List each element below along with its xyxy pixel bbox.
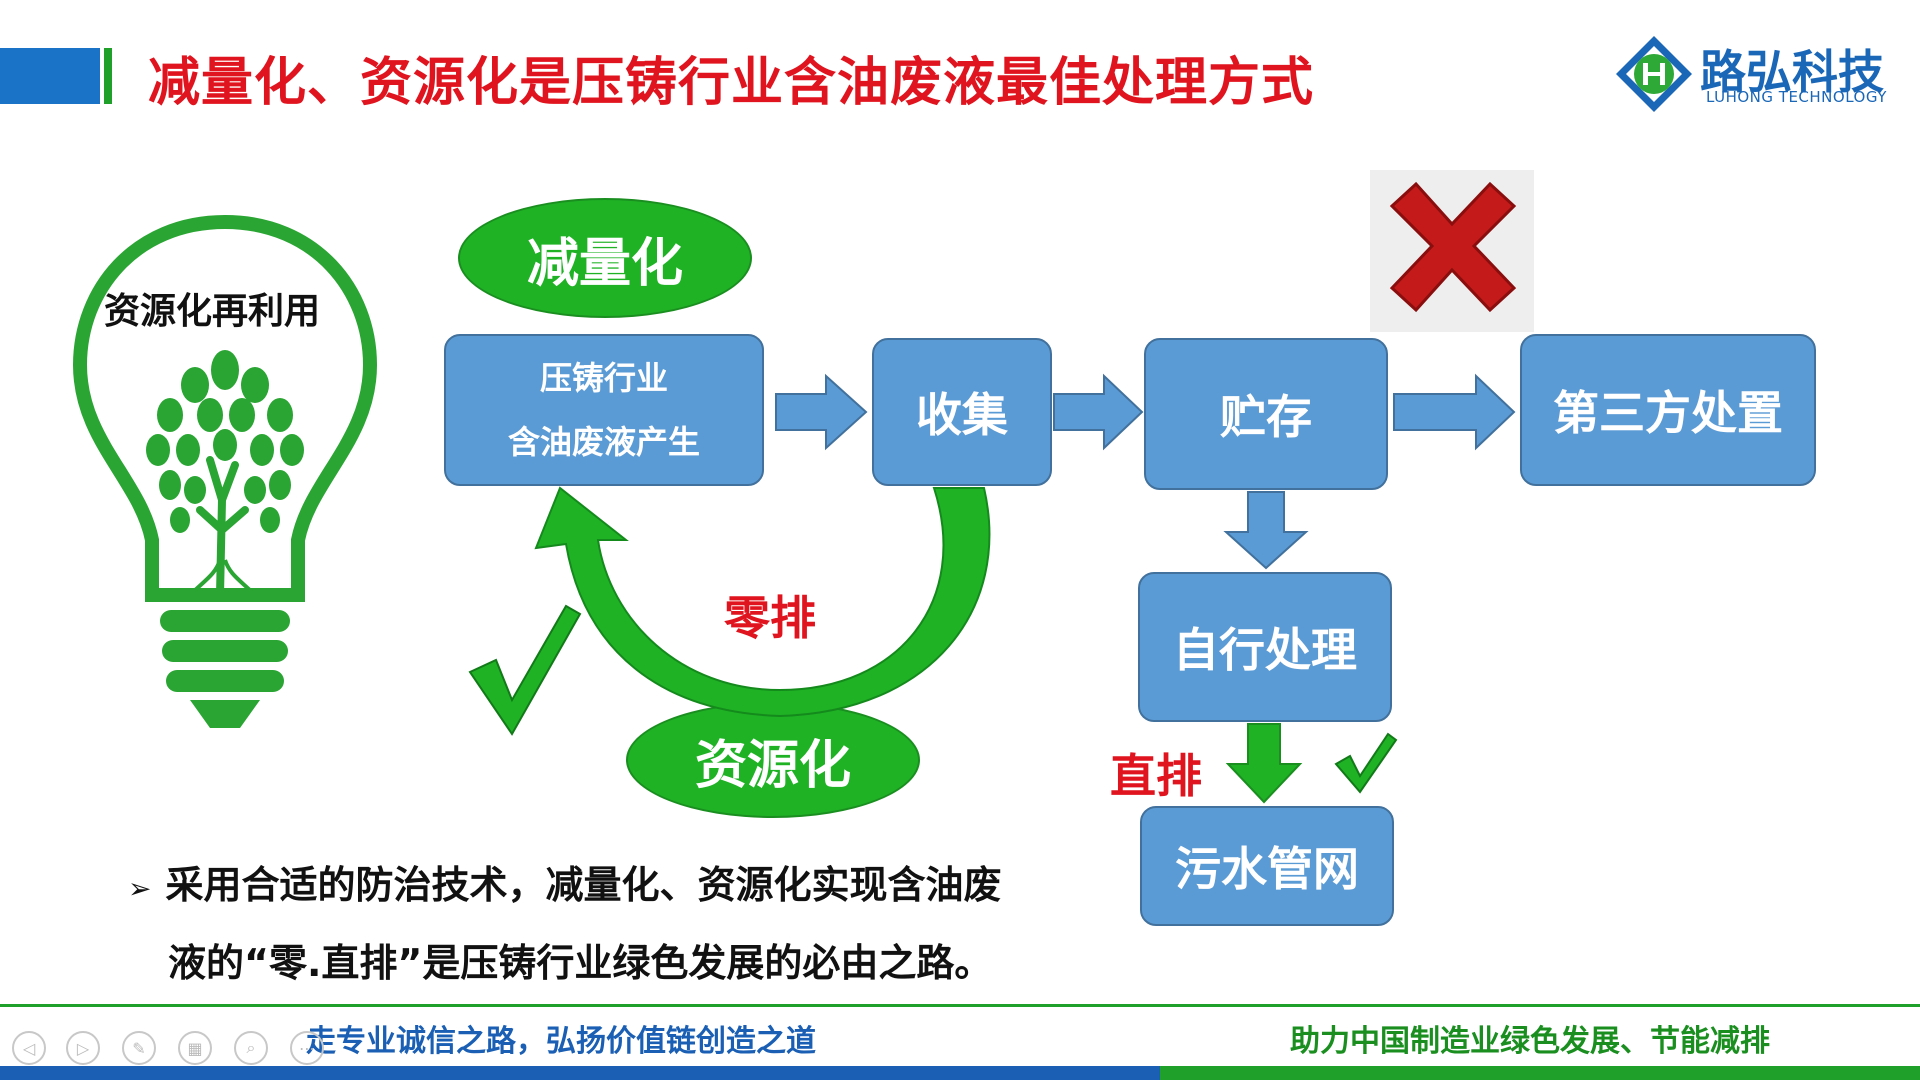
title-accent-bar-green [104, 48, 112, 104]
check-small-icon [1334, 732, 1398, 794]
footer-divider [0, 1004, 1920, 1007]
reject-x-icon [1370, 170, 1534, 332]
bullet-line-2: 液的“零.直排”是压铸行业绿色发展的必由之路。 [168, 941, 993, 985]
check-large-icon [468, 604, 582, 736]
arrow-source-to-collect [775, 373, 868, 451]
next-slide-icon[interactable]: ▷ [66, 1031, 100, 1065]
box-waste-source-line1: 压铸行业 [539, 359, 668, 397]
label-direct-discharge: 直排 [1110, 749, 1202, 803]
box-store: 贮存 [1144, 338, 1388, 490]
lightbulb-tree-icon [72, 214, 378, 728]
oval-reduction: 减量化 [458, 198, 752, 318]
box-self-treatment: 自行处理 [1138, 572, 1392, 722]
logo-name-en: LUHONG TECHNOLOGY [1706, 88, 1887, 106]
prev-slide-icon[interactable]: ◁ [12, 1031, 46, 1065]
logo-name-cn: 路弘科技 [1700, 45, 1884, 99]
box-waste-source-line2: 含油废液产生 [507, 423, 700, 461]
oval-resource: 资源化 [626, 702, 920, 818]
zoom-icon[interactable]: ⌕ [234, 1031, 268, 1065]
box-sewer: 污水管网 [1140, 806, 1394, 926]
bullet-text: ➢ 采用合适的防治技术，减量化、资源化实现含油废 液的“零.直排”是压铸行业绿色发… [128, 848, 1001, 1000]
slide-title: 减量化、资源化是压铸行业含油废液最佳处理方式 [148, 53, 1315, 113]
footer-slogan-right: 助力中国制造业绿色发展、节能减排 [1290, 1024, 1770, 1059]
arrow-store-to-third [1393, 373, 1516, 451]
more-options-icon[interactable]: ⋯ [290, 1031, 324, 1065]
box-collect: 收集 [872, 338, 1052, 486]
box-third-party: 第三方处置 [1520, 334, 1816, 486]
footer-band-blue [0, 1066, 1160, 1080]
bulb-label: 资源化再利用 [104, 291, 321, 332]
bullet-line-1: 采用合适的防治技术，减量化、资源化实现含油废 [165, 863, 1002, 907]
bullet-arrow-icon: ➢ [128, 872, 152, 905]
title-accent-bar [0, 48, 100, 104]
arrow-store-to-self [1223, 491, 1309, 570]
arrow-self-to-sewer [1225, 723, 1303, 804]
arrow-collect-to-store [1053, 373, 1144, 451]
pen-icon[interactable]: ✎ [122, 1031, 156, 1065]
footer-slogan-left: 走专业诚信之路，弘扬价值链创造之道 [306, 1024, 816, 1059]
slides-grid-icon[interactable]: ▦ [178, 1031, 212, 1065]
label-zero-discharge: 零排 [724, 591, 816, 645]
footer-band-green [1160, 1066, 1920, 1080]
luhong-logo-icon [1616, 36, 1692, 112]
box-waste-source: 压铸行业 含油废液产生 [444, 334, 764, 486]
